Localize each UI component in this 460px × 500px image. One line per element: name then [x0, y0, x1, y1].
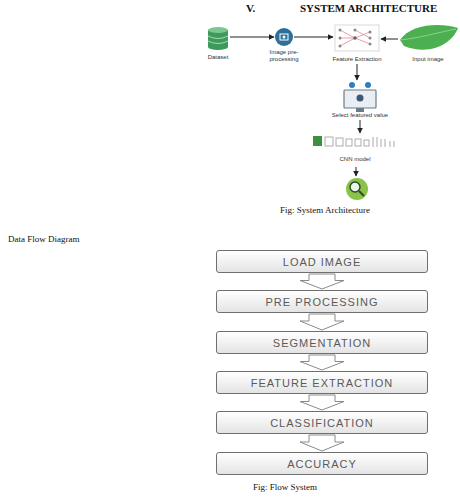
arrow-connector	[230, 37, 274, 38]
icon-node: Dataset	[206, 25, 230, 50]
process-box: SEGMENTATION	[216, 331, 428, 354]
process-box: PRE PROCESSING	[216, 290, 428, 313]
box-text: FEATURE EXTRACTION	[251, 377, 393, 389]
block-arrow	[300, 355, 344, 370]
cnn-icon	[313, 136, 394, 147]
process-box: CLASSIFICATION	[216, 411, 428, 434]
box-text: LOAD IMAGE	[283, 256, 361, 268]
arrow-connector	[294, 37, 333, 38]
icon-node: Input image	[398, 24, 458, 54]
icon-node: CNN model	[312, 133, 398, 167]
dataset-icon	[208, 27, 228, 50]
process-box: ACCURACY	[216, 452, 428, 475]
feature-extraction-icon	[335, 25, 379, 51]
box-text: PRE PROCESSING	[265, 296, 378, 308]
block-arrow	[300, 274, 344, 289]
figure-caption: Fig: Flow System	[225, 482, 345, 492]
preprocessing-icon	[275, 28, 293, 46]
icon-node: Feature Extraction	[333, 24, 381, 64]
arrow-connector	[381, 39, 398, 40]
block-arrow	[300, 435, 344, 451]
box-text: ACCURACY	[287, 458, 357, 470]
section-title: SYSTEM ARCHITECTURE	[300, 2, 437, 14]
block-arrow	[300, 314, 344, 330]
arrow-connector	[357, 64, 358, 80]
block-arrow	[300, 395, 344, 410]
icon-node: Select featured value	[330, 80, 390, 120]
icon-label: Select featured value	[320, 112, 400, 119]
icon-label: Input image	[403, 56, 453, 63]
process-box: LOAD IMAGE	[216, 250, 428, 273]
section-label: Data Flow Diagram	[8, 234, 128, 244]
leaf-icon	[400, 25, 458, 50]
result-arrow	[356, 167, 357, 176]
section-number: V.	[246, 2, 266, 14]
icon-label: Dataset	[198, 54, 238, 61]
icon-label: Feature Extraction	[327, 56, 387, 63]
box-text: CLASSIFICATION	[270, 417, 374, 429]
select-icon	[344, 82, 376, 112]
process-box: FEATURE EXTRACTION	[216, 371, 428, 394]
icon-label: Image pre-processing	[259, 49, 309, 63]
icon-label: CNN model	[315, 156, 395, 163]
icon-node: Image pre-processing	[274, 27, 294, 47]
figure-caption: Fig: System Architecture	[255, 205, 395, 215]
arrow-connector	[360, 120, 361, 133]
box-text: SEGMENTATION	[273, 337, 371, 349]
magnifier-icon	[346, 178, 368, 200]
